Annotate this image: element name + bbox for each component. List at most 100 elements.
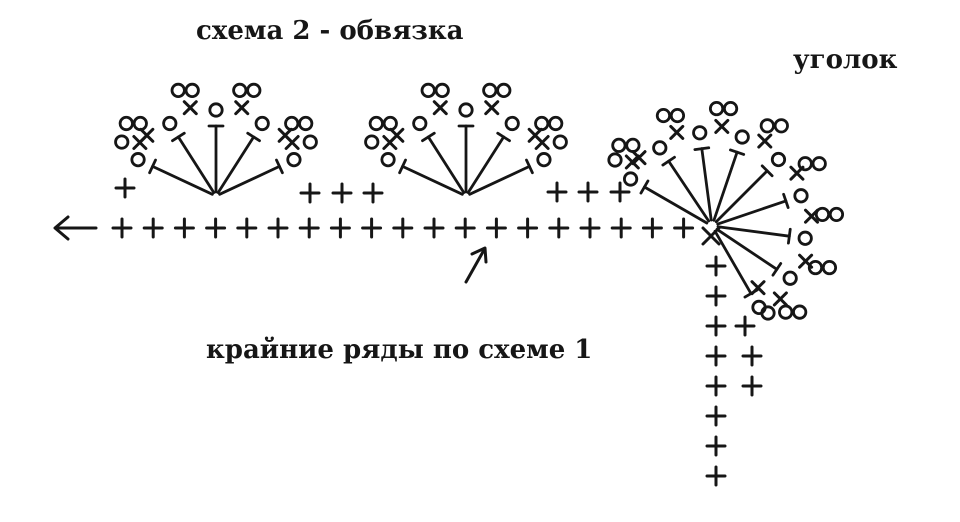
single-crochet-symbol <box>392 217 414 239</box>
single-crochet-symbol <box>705 465 727 487</box>
single-crochet-symbol <box>546 181 568 203</box>
single-crochet-symbol <box>114 177 136 199</box>
chain-stitch-symbol <box>797 230 813 246</box>
chain-stitch-symbol <box>412 115 428 132</box>
single-crochet-symbol <box>705 405 727 427</box>
single-crochet-symbol <box>579 217 601 239</box>
chain-stitch-symbol <box>458 102 474 118</box>
start-point-arrow <box>464 246 488 284</box>
slip-stitch-symbol <box>714 118 730 134</box>
slip-stitch-symbol <box>534 135 550 151</box>
chain-stitch-symbol <box>368 115 384 132</box>
single-crochet-symbol <box>298 217 320 239</box>
chain-stitch-symbol <box>669 107 686 124</box>
double-crochet-symbol <box>216 131 261 195</box>
chain-stitch-symbol <box>708 100 725 117</box>
single-crochet-symbol <box>705 255 727 277</box>
chain-stitch-symbol <box>770 151 787 168</box>
chain-stitch-symbol <box>132 115 148 132</box>
double-crochet-symbol <box>714 164 774 224</box>
single-crochet-symbol <box>609 181 631 203</box>
chain-stitch-symbol <box>811 156 827 172</box>
single-crochet-symbol <box>362 182 384 204</box>
double-crochet-symbol <box>712 148 746 222</box>
double-crochet-symbol <box>468 158 534 196</box>
chain-stitch-symbol <box>208 102 224 118</box>
single-crochet-symbol <box>641 217 663 239</box>
slip-stitch-symbol <box>624 154 640 170</box>
slip-stitch-symbol <box>284 135 300 151</box>
slip-stitch-symbol <box>382 135 398 151</box>
double-crochet-symbol <box>171 131 216 195</box>
chain-stitch-symbol <box>114 134 130 150</box>
single-crochet-symbol <box>610 217 632 239</box>
chain-stitch-symbol <box>254 115 270 132</box>
chain-stitch-symbol <box>534 115 550 132</box>
single-crochet-symbol <box>236 217 258 239</box>
chain-stitch-symbol <box>496 82 512 98</box>
chain-stitch-symbol <box>821 259 838 276</box>
chain-stitch-symbol <box>773 118 789 134</box>
single-crochet-symbol <box>111 217 133 239</box>
slip-stitch-symbol <box>701 226 721 246</box>
chain-stitch-symbol <box>722 100 739 117</box>
chain-stitch-symbol <box>420 82 436 98</box>
chain-stitch-symbol <box>807 259 824 276</box>
double-crochet-symbol <box>457 124 475 194</box>
double-crochet-symbol <box>716 225 792 245</box>
double-crochet-symbol <box>421 131 466 195</box>
single-crochet-symbol <box>577 181 599 203</box>
single-crochet-symbol <box>173 217 195 239</box>
chain-stitch-symbol <box>734 129 750 145</box>
double-crochet-symbol <box>639 179 709 225</box>
chain-stitch-symbol <box>625 137 641 153</box>
edge-rows-note: крайние ряды по схеме 1 <box>206 335 593 365</box>
fan-motif <box>114 82 318 196</box>
slip-stitch-symbol <box>132 135 148 151</box>
chain-stitch-symbol <box>162 115 178 132</box>
slip-stitch-symbol <box>234 100 250 116</box>
fan-motif <box>607 100 845 321</box>
chain-stitch-symbol <box>828 206 845 223</box>
chain-stitch-symbol <box>655 107 672 124</box>
base-row <box>111 177 721 246</box>
slip-stitch-symbol <box>772 291 788 307</box>
slip-stitch-symbol <box>750 280 766 296</box>
chain-stitch-symbol <box>364 134 380 150</box>
chain-stitch-symbol <box>652 140 668 156</box>
single-crochet-symbol <box>741 345 763 367</box>
single-crochet-symbol <box>705 315 727 337</box>
chain-stitch-symbol <box>504 115 520 132</box>
corner-label: уголок <box>793 45 898 75</box>
diagram-title: схема 2 - обвязка <box>196 16 464 46</box>
slip-stitch-symbol <box>432 100 448 116</box>
chain-stitch-symbol <box>380 152 396 168</box>
chain-stitch-symbol <box>814 206 831 223</box>
chain-stitch-symbol <box>548 115 564 132</box>
single-crochet-symbol <box>705 345 727 367</box>
single-crochet-symbol <box>734 315 756 337</box>
direction-arrows <box>53 215 488 284</box>
chain-stitch-symbol <box>298 115 314 132</box>
chain-stitch-symbol <box>482 82 498 98</box>
chain-stitch-symbol <box>611 137 627 153</box>
slip-stitch-symbol <box>182 100 198 116</box>
chain-stitch-symbol <box>284 115 300 132</box>
double-crochet-symbol <box>716 192 790 226</box>
single-crochet-symbol <box>705 375 727 397</box>
slip-stitch-symbol <box>631 150 647 166</box>
double-crochet-symbol <box>693 146 713 222</box>
chain-stitch-symbol <box>184 82 200 98</box>
double-crochet-symbol <box>207 124 225 194</box>
chain-stitch-symbol <box>232 82 248 98</box>
single-crochet-symbol <box>142 217 164 239</box>
single-crochet-symbol <box>454 217 476 239</box>
single-crochet-symbol <box>331 182 353 204</box>
chain-stitch-symbol <box>130 152 146 168</box>
chain-stitch-symbol <box>552 134 568 150</box>
single-crochet-symbol <box>329 217 351 239</box>
chain-stitch-symbol <box>778 304 794 320</box>
chain-stitch-symbol <box>622 171 639 187</box>
work-direction-arrow <box>53 215 98 241</box>
